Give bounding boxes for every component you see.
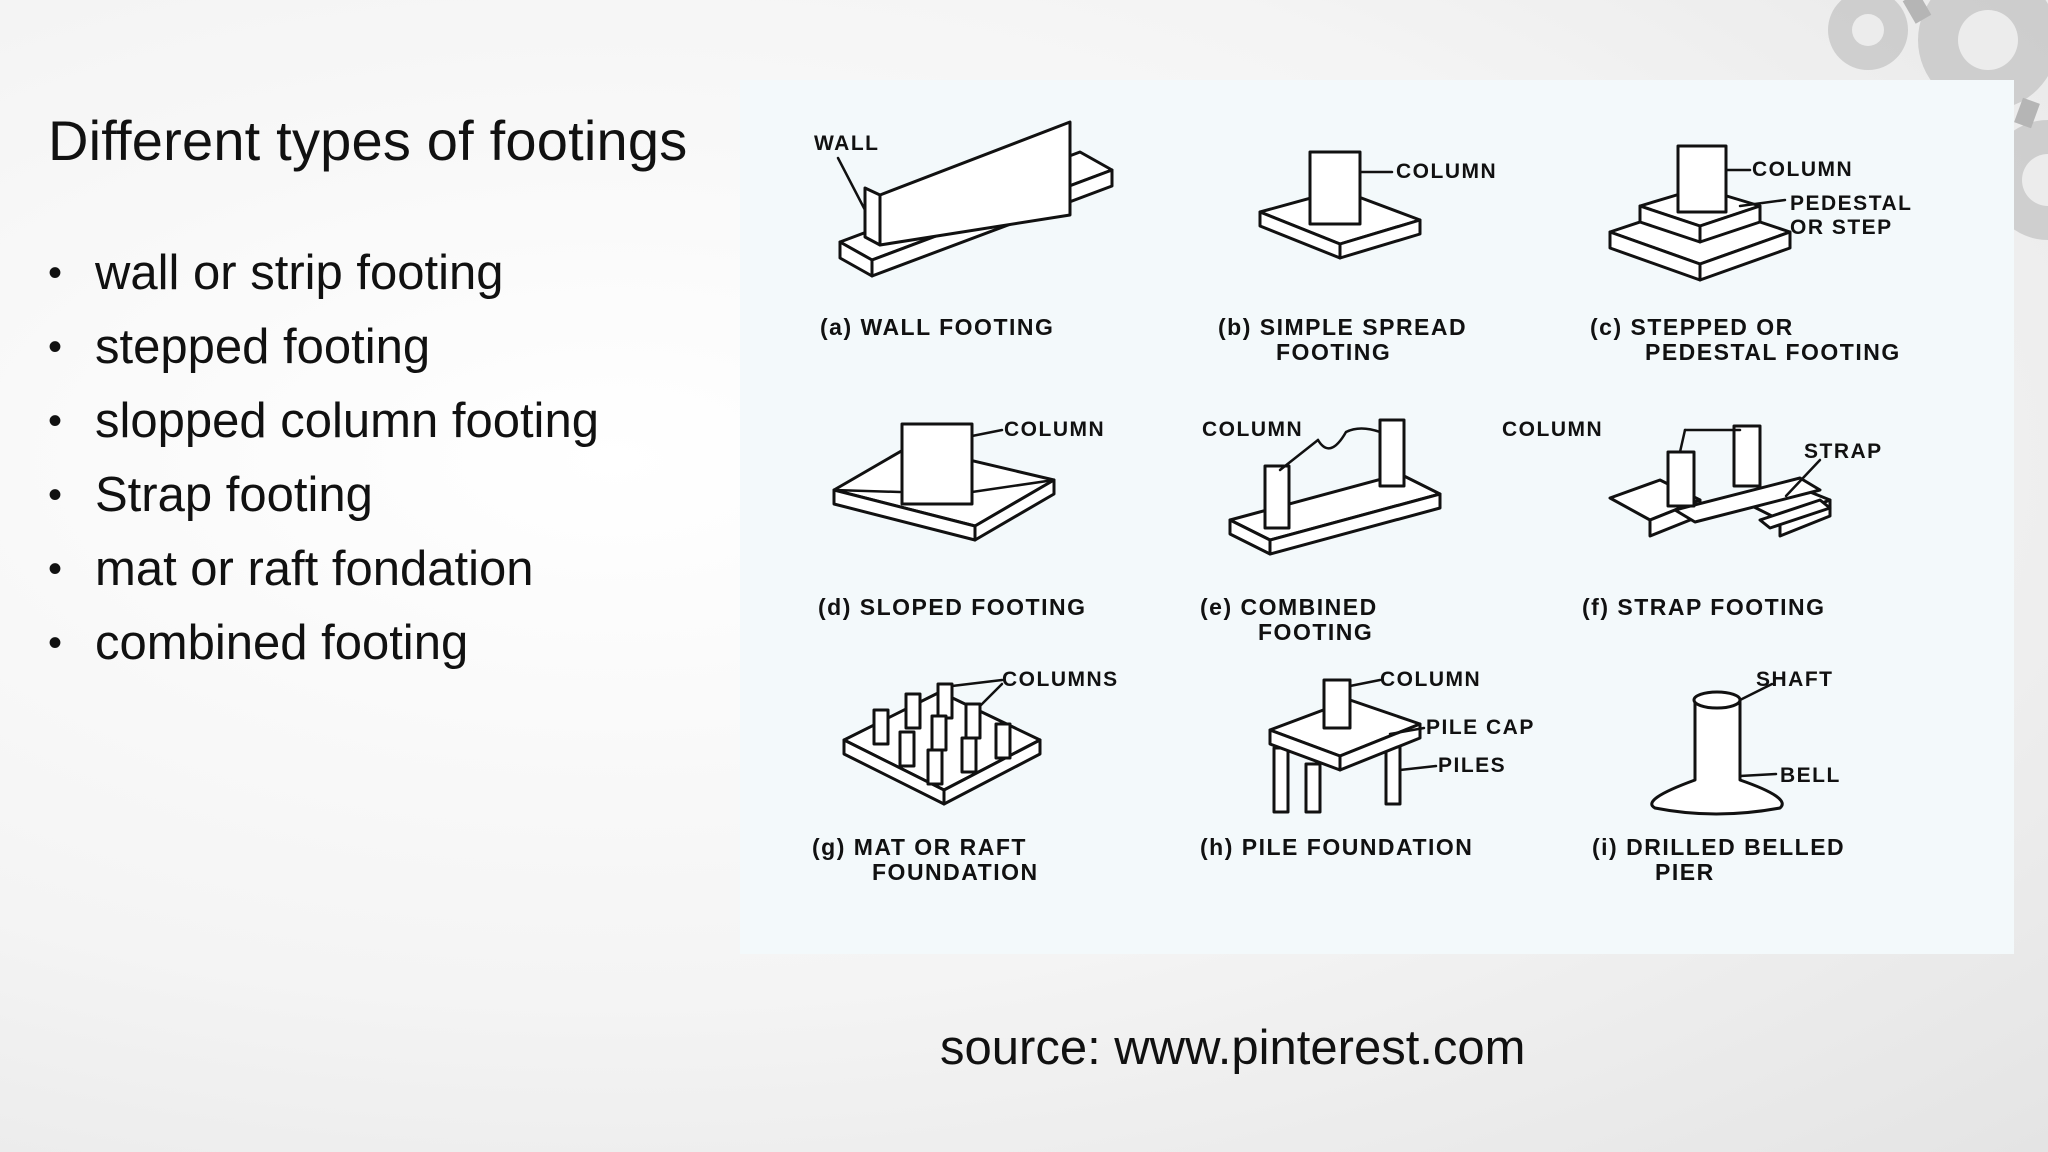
caption-combined-footing: (e) COMBINED bbox=[1200, 594, 1378, 620]
caption-strap-footing: (f) STRAP FOOTING bbox=[1582, 594, 1826, 620]
column-label: COLUMN bbox=[1004, 418, 1105, 441]
slide-title: Different types of footings bbox=[48, 109, 688, 172]
spread-footing-drawing bbox=[1258, 150, 1422, 260]
caption-wall-footing: (a) WALL FOOTING bbox=[820, 314, 1054, 340]
wall-label: WALL bbox=[814, 132, 879, 155]
caption-combined-footing-2: FOOTING bbox=[1258, 619, 1373, 645]
caption-belled-pier-2: PIER bbox=[1655, 859, 1715, 885]
belled-pier-drawing bbox=[1650, 682, 1784, 816]
sloped-footing-drawing bbox=[832, 422, 1056, 542]
list-item-text: mat or raft fondation bbox=[95, 542, 534, 596]
pedestal-label: PEDESTAL bbox=[1790, 192, 1912, 215]
footing-types-list: •wall or strip footing •stepped footing … bbox=[48, 236, 599, 680]
bell-label: BELL bbox=[1780, 764, 1841, 787]
list-item-text: Strap footing bbox=[95, 468, 373, 522]
columns-label: COLUMNS bbox=[1002, 668, 1119, 691]
column-label: COLUMN bbox=[1380, 668, 1481, 691]
list-item: • combined footing bbox=[48, 606, 599, 680]
caption-pile-foundation: (h) PILE FOUNDATION bbox=[1200, 834, 1473, 860]
shaft-label: SHAFT bbox=[1756, 668, 1834, 691]
list-item-text: slopped column footing bbox=[95, 394, 599, 448]
bullet-dot-icon: • bbox=[48, 473, 63, 517]
column-label: COLUMN bbox=[1396, 160, 1497, 183]
caption-stepped-footing-2: PEDESTAL FOOTING bbox=[1645, 339, 1901, 365]
strap-label: STRAP bbox=[1804, 440, 1883, 463]
list-item-text: wall or strip footing bbox=[95, 246, 504, 300]
column-label: COLUMN bbox=[1752, 158, 1853, 181]
footings-diagram: WALL (a) WALL FOOTING COLUMN (b) SIMPLE … bbox=[740, 80, 2014, 954]
list-item: • Strap footing bbox=[48, 458, 599, 532]
caption-mat-foundation: (g) MAT OR RAFT bbox=[812, 834, 1027, 860]
list-item: • wall or strip footing bbox=[48, 236, 599, 310]
bullet-dot-icon: • bbox=[48, 547, 63, 591]
bullet-dot-icon: • bbox=[48, 325, 63, 369]
caption-spread-footing-2: FOOTING bbox=[1276, 339, 1391, 365]
list-item-text: stepped footing bbox=[95, 320, 431, 374]
column-label: COLUMN bbox=[1502, 418, 1603, 441]
bullet-dot-icon: • bbox=[48, 621, 63, 665]
list-item-text: combined footing bbox=[95, 616, 469, 670]
caption-sloped-footing: (d) SLOPED FOOTING bbox=[818, 594, 1087, 620]
strap-footing-drawing bbox=[1608, 424, 1832, 538]
bullet-dot-icon: • bbox=[48, 399, 63, 443]
wall-footing-drawing bbox=[836, 120, 1114, 278]
combined-footing-drawing bbox=[1228, 418, 1442, 556]
pile-cap-label: PILE CAP bbox=[1426, 716, 1535, 739]
stepped-footing-drawing bbox=[1608, 144, 1792, 282]
caption-spread-footing: (b) SIMPLE SPREAD bbox=[1218, 314, 1467, 340]
source-credit: source: www.pinterest.com bbox=[940, 1021, 1526, 1075]
column-label: COLUMN bbox=[1202, 418, 1303, 441]
mat-foundation-drawing bbox=[842, 678, 1042, 806]
list-item: • stepped footing bbox=[48, 310, 599, 384]
piles-label: PILES bbox=[1438, 754, 1506, 777]
caption-belled-pier: (i) DRILLED BELLED bbox=[1592, 834, 1845, 860]
footings-diagram-svg: WALL (a) WALL FOOTING COLUMN (b) SIMPLE … bbox=[812, 120, 1912, 885]
pile-foundation-drawing bbox=[1268, 678, 1438, 814]
bullet-dot-icon: • bbox=[48, 251, 63, 295]
list-item: • mat or raft fondation bbox=[48, 532, 599, 606]
caption-stepped-footing: (c) STEPPED OR bbox=[1590, 314, 1794, 340]
list-item: • slopped column footing bbox=[48, 384, 599, 458]
caption-mat-foundation-2: FOUNDATION bbox=[872, 859, 1039, 885]
or-step-label: OR STEP bbox=[1790, 216, 1893, 239]
